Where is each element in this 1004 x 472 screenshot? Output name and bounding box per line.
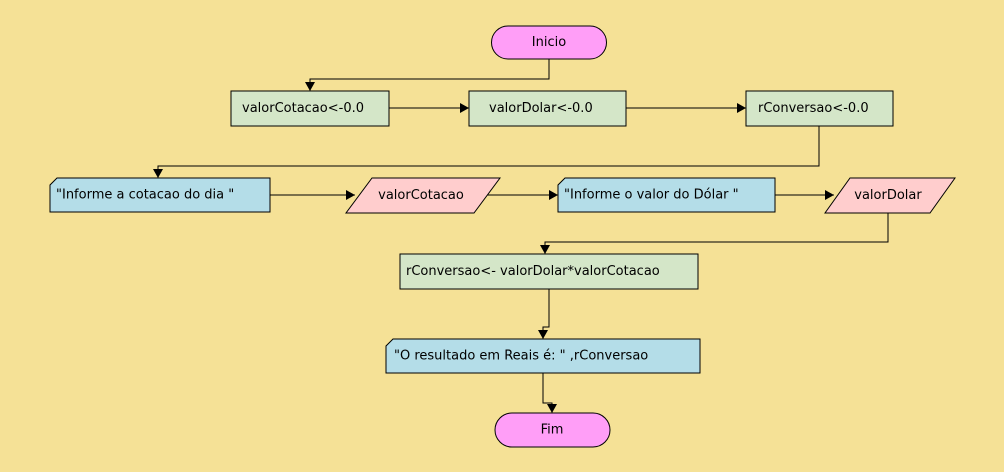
input-dolar-label: valorDolar xyxy=(854,188,922,203)
node-input-cotacao[interactable]: valorCotacao xyxy=(345,177,501,214)
start-terminal-shape xyxy=(491,25,607,60)
assign-conversao-shape xyxy=(745,90,894,127)
connector-output-result-to-end xyxy=(542,373,557,413)
start-label: Inicio xyxy=(532,35,566,50)
compute-conversao-label: rConversao<- valorDolar*valorCotacao xyxy=(406,264,660,279)
output-cotacao-prompt-label: "Informe a cotacao do dia " xyxy=(56,188,234,203)
assign-cotacao-label: valorCotacao<-0.0 xyxy=(242,101,364,116)
output-dolar-prompt-shape xyxy=(557,177,776,213)
connector-line xyxy=(157,126,820,178)
connector-assign-cotacao-to-assign-dolar xyxy=(389,103,469,113)
connector-output-cotacao-prompt-to-input-cotacao xyxy=(270,190,355,200)
connector-input-dolar-to-compute-conversao xyxy=(540,213,889,254)
output-dolar-prompt-label: "Informe o valor do Dólar " xyxy=(564,188,739,203)
output-result-label: "O resultado em Reais é: " ,rConversao xyxy=(394,349,648,364)
assign-cotacao-shape xyxy=(230,90,390,127)
compute-conversao-shape xyxy=(399,253,699,290)
connector-arrowhead xyxy=(825,190,834,200)
assign-dolar-label: valorDolar<-0.0 xyxy=(489,101,593,116)
end-label: Fim xyxy=(541,423,564,438)
input-dolar-shape xyxy=(824,177,956,214)
node-input-dolar[interactable]: valorDolar xyxy=(824,177,956,214)
node-output-cotacao-prompt[interactable]: "Informe a cotacao do dia " xyxy=(49,177,271,213)
connector-arrowhead xyxy=(305,82,315,91)
flowchart-connectors xyxy=(153,59,889,413)
input-cotacao-shape xyxy=(345,177,501,214)
connector-arrowhead xyxy=(538,330,548,339)
connector-line xyxy=(309,59,550,91)
assign-conversao-label: rConversao<-0.0 xyxy=(758,101,869,116)
node-compute-conversao[interactable]: rConversao<- valorDolar*valorCotacao xyxy=(399,253,699,290)
flowchart-nodes: Inicio valorCotacao<-0.0 valorDolar<-0.0… xyxy=(49,25,956,448)
connector-arrowhead xyxy=(737,103,746,113)
connector-arrowhead xyxy=(346,190,355,200)
output-cotacao-prompt-shape xyxy=(49,177,271,213)
node-output-result[interactable]: "O resultado em Reais é: " ,rConversao xyxy=(385,338,701,374)
connector-assign-conversao-to-output-cotacao-prompt xyxy=(153,126,820,178)
connector-arrowhead xyxy=(549,190,558,200)
connector-line xyxy=(544,213,889,254)
connector-compute-conversao-to-output-result xyxy=(538,289,550,339)
node-assign-conversao[interactable]: rConversao<-0.0 xyxy=(745,90,894,127)
node-output-dolar-prompt[interactable]: "Informe o valor do Dólar " xyxy=(557,177,776,213)
connector-arrowhead xyxy=(153,169,163,178)
connector-input-cotacao-to-output-dolar-prompt xyxy=(487,190,558,200)
connector-assign-dolar-to-assign-conversao xyxy=(626,103,746,113)
assign-dolar-shape xyxy=(468,90,627,127)
connector-start-to-assign-cotacao xyxy=(305,59,550,91)
connector-arrowhead xyxy=(547,404,557,413)
connector-arrowhead xyxy=(540,245,550,254)
node-start[interactable]: Inicio xyxy=(491,25,607,60)
end-terminal-shape xyxy=(494,412,611,448)
connector-arrowhead xyxy=(460,103,469,113)
input-cotacao-label: valorCotacao xyxy=(378,188,464,203)
node-assign-dolar[interactable]: valorDolar<-0.0 xyxy=(468,90,627,127)
node-end[interactable]: Fim xyxy=(494,412,611,448)
output-result-shape xyxy=(385,338,701,374)
node-assign-cotacao[interactable]: valorCotacao<-0.0 xyxy=(230,90,390,127)
connector-output-dolar-prompt-to-input-dolar xyxy=(775,190,834,200)
